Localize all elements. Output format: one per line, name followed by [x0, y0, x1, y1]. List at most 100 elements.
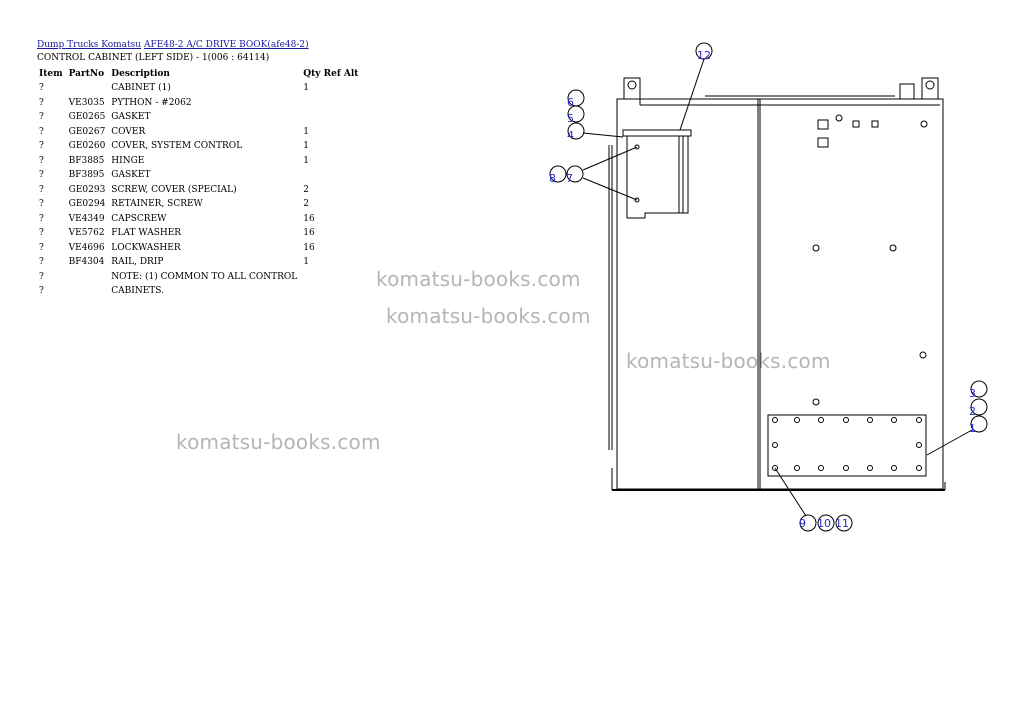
row-description: FLAT WASHER	[111, 228, 182, 239]
callout-7[interactable]: 7	[566, 165, 584, 185]
table-row: ? VE4349 CAPSCREW 16	[36, 212, 361, 227]
row-description: COVER	[111, 126, 146, 137]
header-partno: PartNo	[68, 68, 105, 79]
row-item: ?	[39, 213, 44, 224]
svg-text:8: 8	[549, 172, 556, 185]
row-item: ?	[39, 286, 44, 297]
svg-text:3: 3	[969, 387, 976, 400]
row-description: SCREW, COVER (SPECIAL)	[111, 184, 237, 195]
callout-10[interactable]: 10	[817, 514, 835, 532]
svg-text:11: 11	[835, 517, 849, 530]
svg-text:10: 10	[817, 517, 831, 530]
svg-text:4: 4	[567, 129, 574, 142]
lower-panel	[767, 414, 927, 477]
svg-text:7: 7	[566, 172, 573, 185]
row-partno: BF4304	[68, 257, 105, 268]
row-qty: 16	[303, 242, 315, 253]
row-description: CABINETS.	[111, 286, 165, 297]
svg-text:12: 12	[697, 49, 711, 62]
lifting-lug-left	[623, 77, 641, 99]
row-description: CAPSCREW	[111, 213, 167, 224]
table-row: ? GE0267 COVER 1	[36, 125, 361, 140]
row-item: ?	[39, 83, 44, 94]
callout-12[interactable]: 12	[695, 42, 713, 62]
row-description: RAIL, DRIP	[111, 257, 164, 268]
svg-text:2: 2	[969, 405, 976, 418]
breadcrumb-link-dump-trucks[interactable]: Dump Trucks Komatsu	[37, 40, 142, 50]
row-description: LOCKWASHER	[111, 242, 181, 253]
table-row: ? VE5762 FLAT WASHER 16	[36, 226, 361, 241]
row-item: ?	[39, 170, 44, 181]
row-description: NOTE: (1) COMMON TO ALL CONTROL	[111, 271, 298, 282]
system-control-cover	[622, 129, 692, 219]
callout-9[interactable]: 9	[799, 514, 817, 532]
row-qty: 2	[303, 199, 309, 210]
row-item: ?	[39, 271, 44, 282]
watermark: komatsu-books.com	[386, 304, 591, 328]
header-item: Item	[39, 68, 63, 79]
row-qty: 16	[303, 228, 315, 239]
row-qty: 1	[303, 83, 309, 94]
parts-table: Item PartNo Description Qty Ref Alt ? CAB…	[36, 66, 361, 299]
callout-1[interactable]: 1	[969, 415, 988, 435]
row-description: GASKET	[111, 112, 151, 123]
parts-table-header: Item PartNo Description Qty Ref Alt	[36, 66, 361, 81]
table-row: ? BF4304 RAIL, DRIP 1	[36, 255, 361, 270]
callout-bubbles: 12 6 5 4 8 7 3 2 1 9 10 11	[549, 42, 988, 532]
row-qty: 1	[303, 155, 309, 166]
watermark: komatsu-books.com	[376, 267, 581, 291]
row-item: ?	[39, 155, 44, 166]
row-qty: 1	[303, 141, 309, 152]
row-item: ?	[39, 257, 44, 268]
table-row: ? VE3035 PYTHON - #2062	[36, 96, 361, 111]
row-item: ?	[39, 126, 44, 137]
cabinet-outline	[608, 83, 946, 491]
svg-text:5: 5	[567, 112, 574, 125]
callout-2[interactable]: 2	[969, 398, 988, 418]
row-item: ?	[39, 141, 44, 152]
lifting-lug-right	[921, 77, 939, 99]
table-row: ? GE0260 COVER, SYSTEM CONTROL 1	[36, 139, 361, 154]
row-item: ?	[39, 184, 44, 195]
row-partno: GE0267	[68, 126, 106, 137]
table-row: ? CABINETS.	[36, 284, 361, 299]
row-item: ?	[39, 242, 44, 253]
row-partno: GE0260	[68, 141, 106, 152]
row-description: CABINET (1)	[111, 83, 171, 94]
breadcrumb-link-drive-book[interactable]: AFE48-2 A/C DRIVE BOOK(afe48-2)	[143, 40, 309, 50]
row-description: PYTHON - #2062	[111, 97, 192, 108]
row-partno: VE3035	[68, 97, 105, 108]
watermark: komatsu-books.com	[626, 349, 831, 373]
row-description: GASKET	[111, 170, 151, 181]
row-qty: 1	[303, 126, 309, 137]
row-qty: 1	[303, 257, 309, 268]
row-item: ?	[39, 112, 44, 123]
header-qty-ref-alt: Qty Ref Alt	[303, 68, 359, 79]
row-item: ?	[39, 228, 44, 239]
row-description: COVER, SYSTEM CONTROL	[111, 141, 243, 152]
callout-5[interactable]: 5	[567, 105, 585, 125]
row-description: HINGE	[111, 155, 145, 166]
callout-8[interactable]: 8	[549, 165, 567, 185]
row-partno: VE4349	[68, 213, 105, 224]
table-row: ? CABINET (1) 1	[36, 81, 361, 96]
row-item: ?	[39, 97, 44, 108]
row-qty: 2	[303, 184, 309, 195]
callout-11[interactable]: 11	[835, 514, 853, 532]
row-qty: 16	[303, 213, 315, 224]
callout-4[interactable]: 4	[567, 122, 585, 142]
row-partno: VE5762	[68, 228, 105, 239]
row-item: ?	[39, 199, 44, 210]
header-description: Description	[111, 68, 170, 79]
breadcrumb: Dump Trucks Komatsu AFE48-2 A/C DRIVE BO…	[37, 40, 309, 50]
page-subtitle: CONTROL CABINET (LEFT SIDE) - 1(006 : 64…	[37, 53, 270, 63]
callout-3[interactable]: 3	[969, 380, 988, 400]
